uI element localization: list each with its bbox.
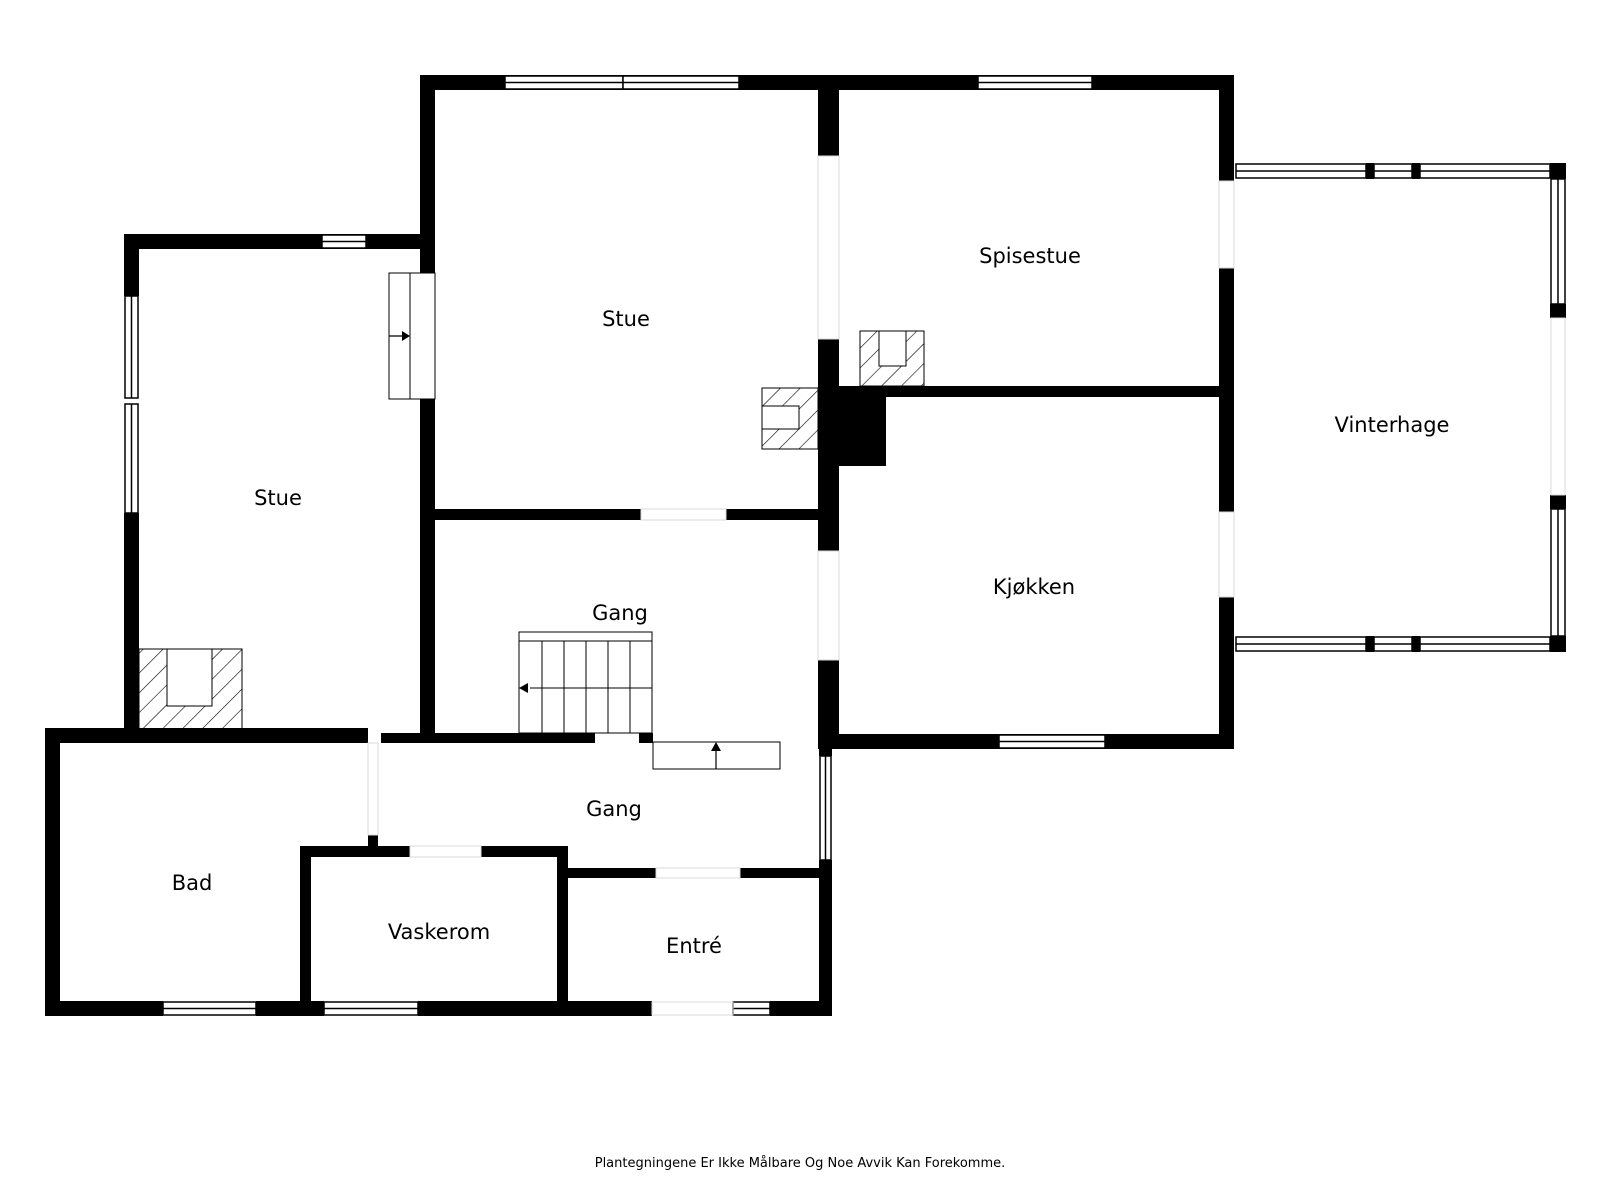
wall [1412, 636, 1420, 652]
wall [45, 728, 368, 743]
wall [819, 749, 832, 756]
disclaimer-text: Plantegningene Er Ikke Målbare Og Noe Av… [595, 1156, 1006, 1171]
door-openings [367, 155, 1566, 1016]
wall [124, 234, 139, 296]
room-label-gang-lower: Gang [586, 797, 642, 821]
sliding-door-lower-gang [652, 741, 781, 770]
wall [1550, 163, 1566, 179]
wall [818, 660, 839, 749]
wall [418, 1001, 652, 1016]
wall [124, 234, 435, 249]
wall [420, 398, 435, 734]
wall [300, 846, 410, 857]
wall [1412, 163, 1420, 179]
windows [124, 75, 1566, 1016]
wall [839, 386, 1219, 397]
wall [1366, 636, 1374, 652]
walls [45, 75, 1566, 1016]
wall [420, 75, 435, 275]
wall [819, 860, 832, 1016]
wall [818, 339, 839, 551]
room-label-vinterhage: Vinterhage [1335, 413, 1450, 437]
room-label-vaskerom: Vaskerom [388, 920, 490, 944]
room-label-kjokken: Kjøkken [993, 575, 1075, 599]
wall [420, 509, 641, 520]
wall [256, 1001, 324, 1016]
wall [481, 846, 566, 857]
room-label-bad: Bad [172, 871, 213, 895]
fireplace-spisestue [859, 330, 925, 387]
wall [639, 733, 653, 743]
room-label-spisestue: Spisestue [979, 244, 1081, 268]
room-label-entre: Entré [666, 934, 722, 958]
wall [770, 1001, 832, 1016]
sliding-door-left-stue [388, 272, 436, 400]
room-label-stue-main: Stue [602, 307, 650, 331]
wall [45, 1001, 163, 1016]
fireplace-stue [761, 387, 819, 450]
wall [300, 846, 311, 1006]
wall [1550, 495, 1566, 509]
fireplace-left-stue [138, 648, 243, 735]
chimney [839, 386, 886, 466]
staircase [518, 631, 653, 734]
wall [1550, 304, 1566, 318]
wall [124, 513, 139, 734]
wall [1219, 597, 1234, 749]
wall [381, 733, 595, 743]
wall [1219, 75, 1234, 181]
wall [1219, 268, 1234, 512]
wall [1366, 163, 1374, 179]
wall [818, 90, 839, 156]
room-label-gang-upper: Gang [592, 601, 648, 625]
wall [740, 868, 830, 878]
wall [557, 846, 568, 1006]
wall [368, 835, 378, 846]
wall [726, 509, 839, 520]
wall [45, 728, 60, 1016]
wall [1550, 636, 1566, 652]
room-label-stue-left: Stue [254, 486, 302, 510]
room-labels: Stue Stue Spisestue Vinterhage Gang Kjøk… [172, 244, 1450, 958]
wall [566, 868, 656, 878]
